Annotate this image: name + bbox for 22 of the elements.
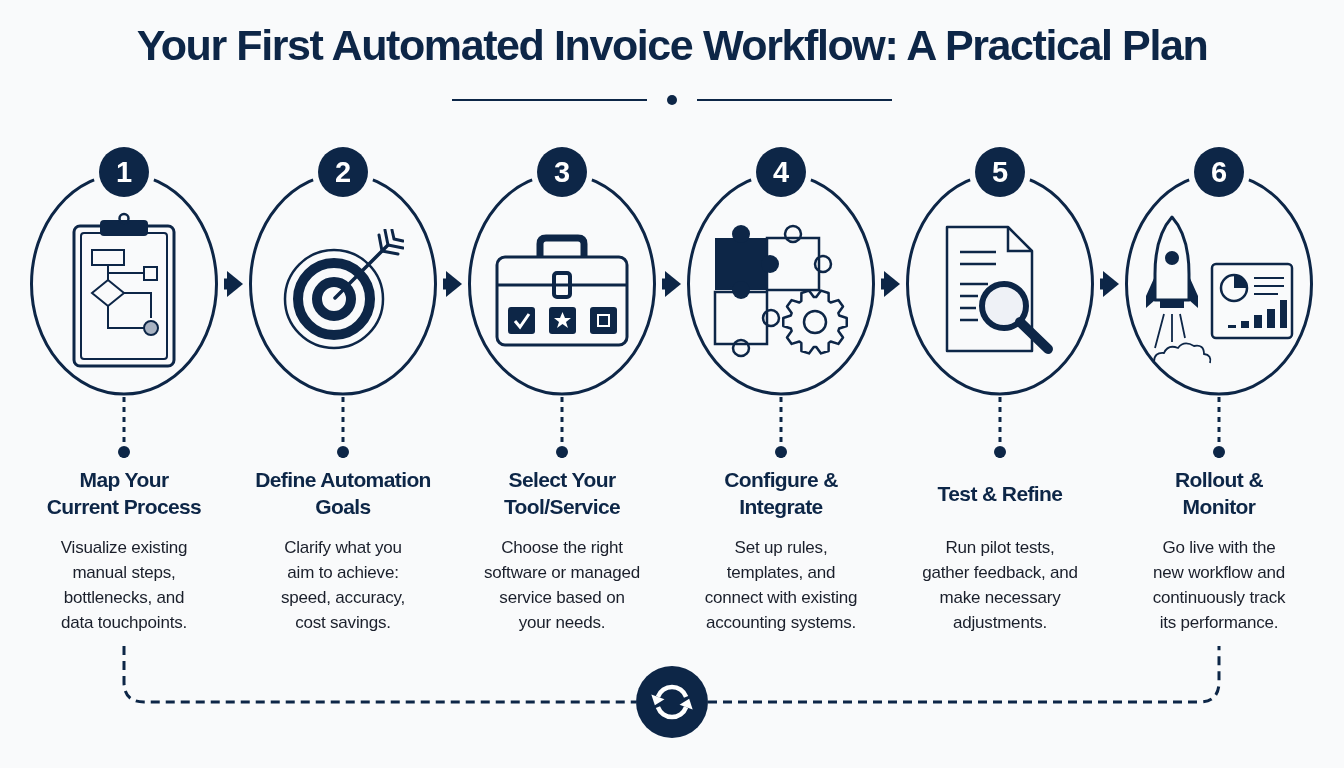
step-heading: Select Your Tool/Service xyxy=(502,467,622,520)
leader-line xyxy=(994,397,1006,458)
step-heading: Map Your Current Process xyxy=(46,467,202,520)
dashed-line xyxy=(708,646,1221,704)
dashed-line xyxy=(122,646,636,704)
leader-line xyxy=(1213,397,1225,458)
step-description: Choose the right software or managed service based on your needs. xyxy=(483,537,641,634)
step-description: Visualize existing manual steps, bottlenecks, and data touchpoints. xyxy=(59,537,189,634)
step-description: Go live with the new workflow and continuously track its performance. xyxy=(1151,537,1287,634)
step-heading: Define Automation Goals xyxy=(254,467,432,520)
title: Your First Automated Invoice Workflow: A Practical Plan xyxy=(136,20,1208,71)
leader-line xyxy=(337,397,349,458)
cycle-icon xyxy=(636,666,708,738)
step-heading: Configure & Integrate xyxy=(723,467,839,520)
leader-line xyxy=(775,397,787,458)
step-heading: Rollout & Monitor xyxy=(1174,467,1264,520)
step-heading: Test & Refine xyxy=(936,480,1064,507)
leader-line xyxy=(118,397,130,458)
step-description: Set up rules, templates, and connect with existing accounting systems. xyxy=(703,537,859,634)
step-description: Run pilot tests, gather feedback, and make necessary adjustments. xyxy=(922,537,1078,634)
step-description: Clarify what you aim to achieve: speed, accuracy, cost savings. xyxy=(279,537,407,634)
leader-line xyxy=(556,397,568,458)
